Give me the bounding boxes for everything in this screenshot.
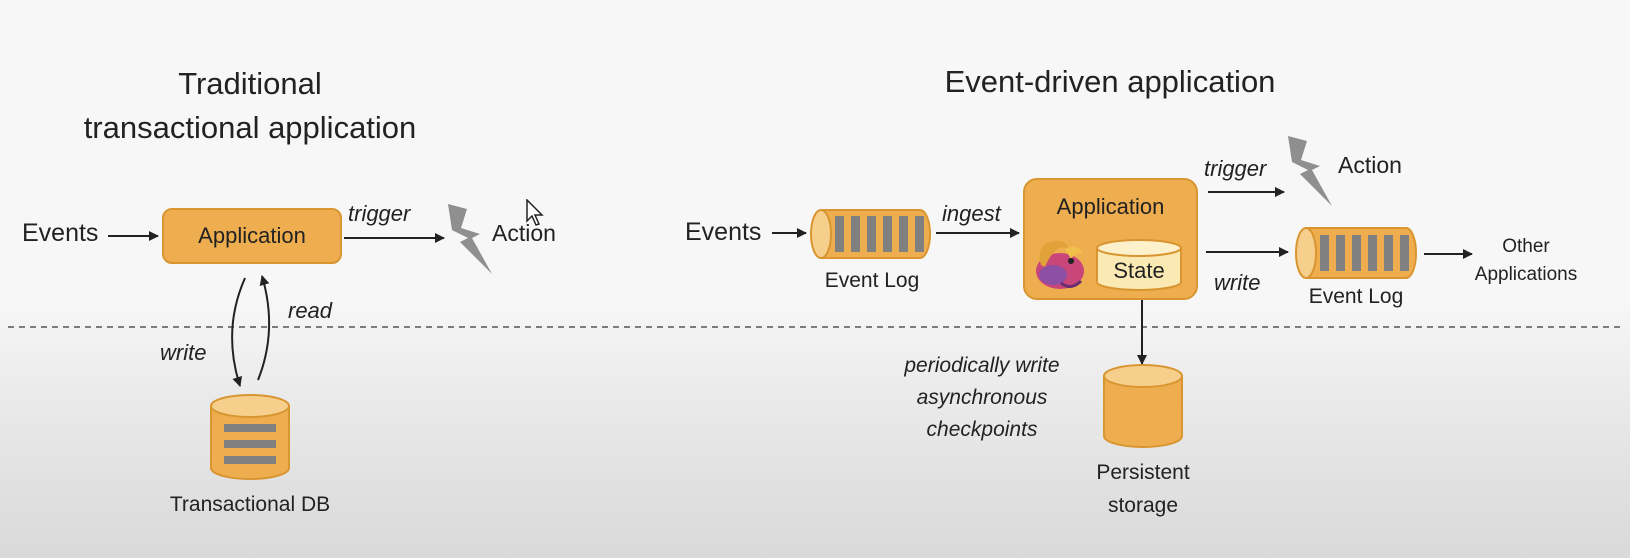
state-label: State xyxy=(1113,258,1165,283)
checkpoint-line-3: checkpoints xyxy=(926,418,1038,441)
other-line-1: Other xyxy=(1502,236,1550,257)
event-log-label-out: Event Log xyxy=(1308,285,1404,308)
trigger-label-right: trigger xyxy=(1204,156,1267,181)
write-arrow xyxy=(231,277,246,387)
storage-line-2: storage xyxy=(1107,494,1179,517)
storage-line-1: Persistent xyxy=(1096,461,1190,484)
title-event-driven: Event-driven application xyxy=(944,64,1276,99)
other-applications-label: Other Applications xyxy=(1466,233,1586,289)
application-label-right: Application xyxy=(1056,194,1165,219)
storage-cylinder-icon xyxy=(1103,364,1183,448)
action-label: Action xyxy=(492,220,556,246)
event-log-label-in: Event Log xyxy=(824,269,920,292)
read-label: read xyxy=(288,298,333,323)
flink-squirrel-icon xyxy=(1036,240,1084,289)
persistent-storage-label: Persistent storage xyxy=(1073,456,1213,522)
mouse-cursor-icon xyxy=(526,198,546,232)
transactional-db-label: Transactional DB xyxy=(169,493,331,516)
title-traditional: Traditional transactional application xyxy=(40,62,460,150)
lightning-icon xyxy=(1288,136,1332,206)
state-cylinder: State xyxy=(1095,238,1183,292)
read-arrow xyxy=(257,275,271,381)
lightning-icon xyxy=(448,204,492,274)
events-label-right: Events xyxy=(685,218,762,246)
title-line-1: Traditional xyxy=(178,66,322,101)
application-box: Application xyxy=(162,208,342,264)
write-label-right: write xyxy=(1214,270,1261,295)
application-label: Application xyxy=(198,223,306,248)
checkpoint-line-1: periodically write xyxy=(904,354,1060,377)
other-line-2: Applications xyxy=(1474,264,1578,285)
events-label: Events xyxy=(22,219,99,247)
write-label: write xyxy=(160,340,207,365)
database-icon xyxy=(210,394,290,480)
trigger-label: trigger xyxy=(348,201,411,226)
checkpoint-label: periodically write asynchronous checkpoi… xyxy=(862,350,1102,446)
event-log-queue-icon xyxy=(810,209,931,259)
checkpoint-line-2: asynchronous xyxy=(916,386,1048,409)
application-box-right: Application State xyxy=(1023,178,1198,300)
event-log-queue-icon xyxy=(1295,227,1417,279)
title-line-2: transactional application xyxy=(83,110,417,145)
ingest-label: ingest xyxy=(942,201,1001,226)
action-label-right: Action xyxy=(1338,152,1402,178)
